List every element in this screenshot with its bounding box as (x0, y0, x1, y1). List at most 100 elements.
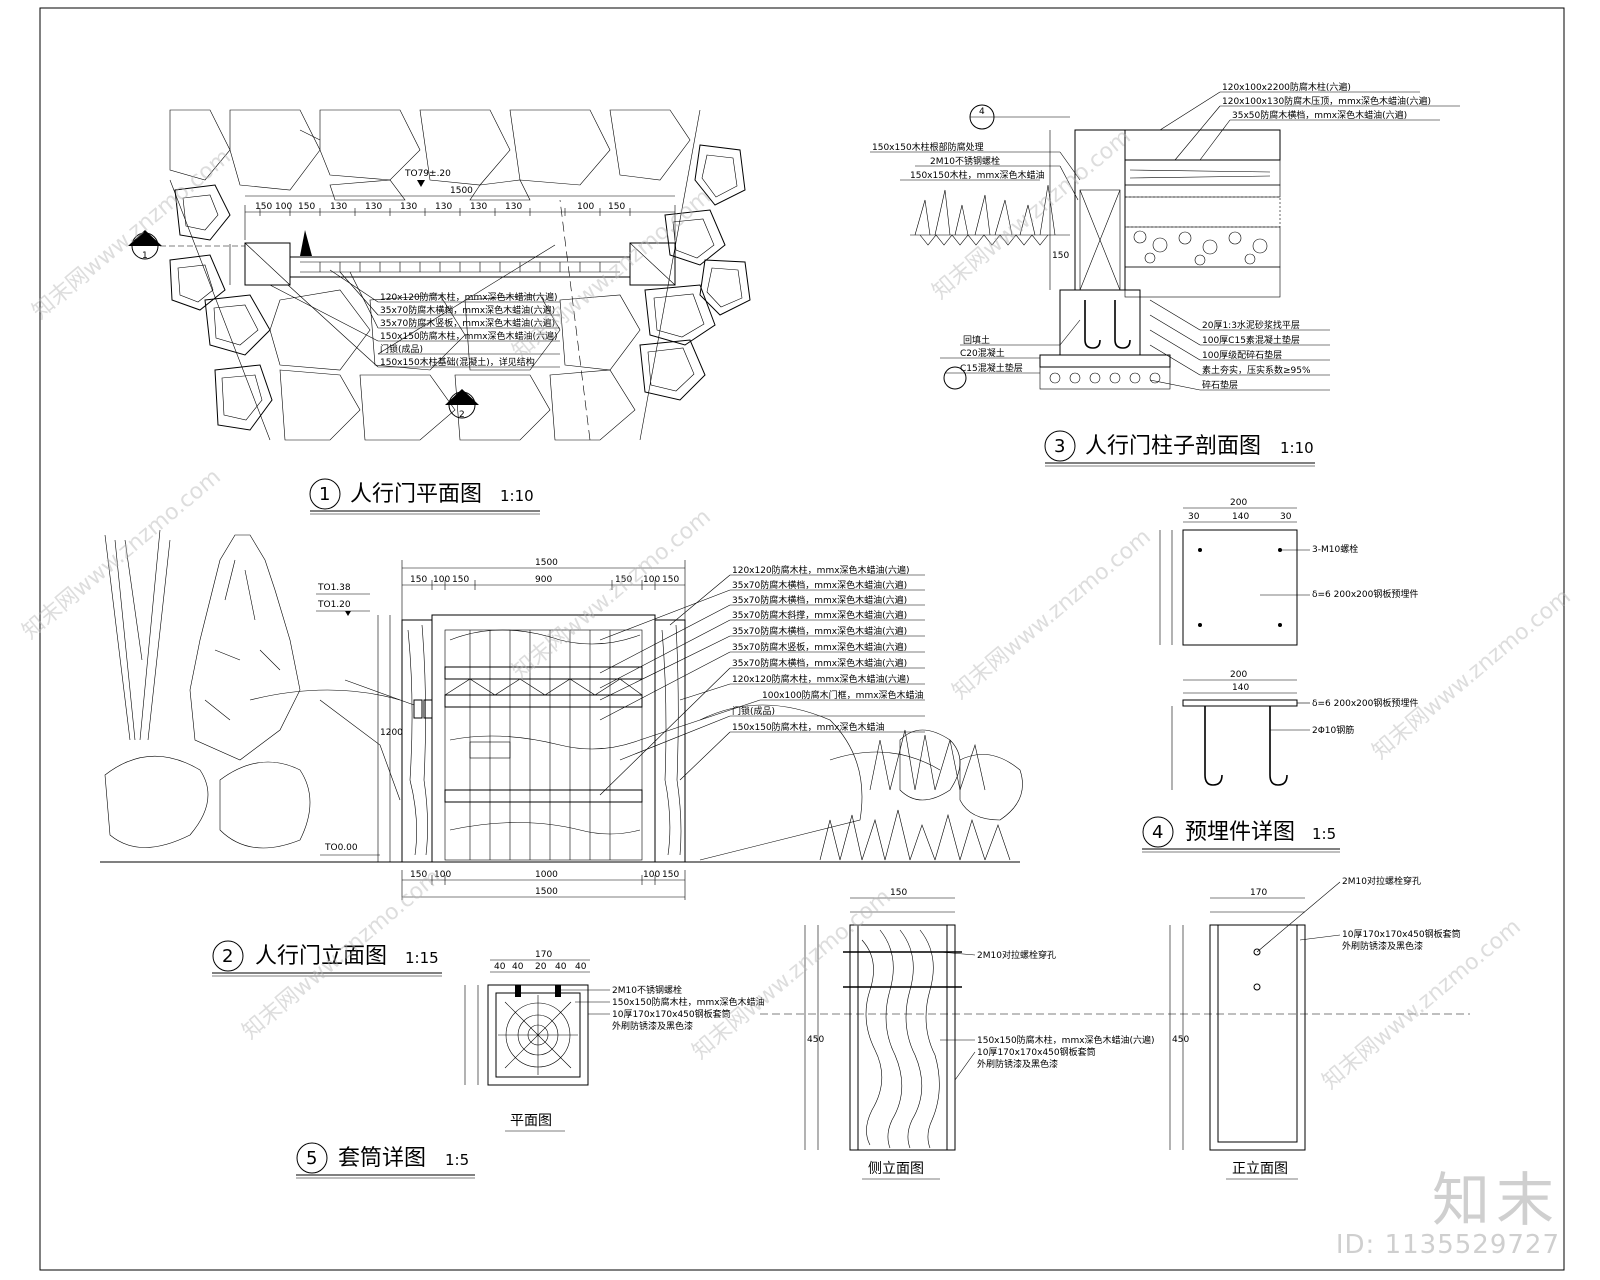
title-plan-name: 人行门平面图 (350, 482, 482, 507)
section-note-8: C20混凝土 (960, 347, 1005, 359)
plan-dim-6: 130 (400, 202, 417, 212)
plan-dim-4: 130 (330, 202, 347, 212)
embed-dim-inner-2b: 140 (1232, 683, 1249, 693)
plan-dim-9: 130 (505, 202, 522, 212)
embed-detail-view: 200 30 140 30 3-M10螺栓 δ=6 200x200钢板预埋件 2… (1142, 498, 1418, 853)
sleeve-dim-part-5: 40 (575, 962, 587, 972)
plan-dim-1: 150 (255, 202, 272, 212)
embed-dim-width: 200 (1230, 498, 1247, 508)
front-dim-width: 170 (1250, 888, 1267, 898)
embed-dim-inner-1: 30 (1188, 512, 1200, 522)
watermark-text-9: 知末网www.znzmo.com (688, 884, 896, 1064)
title-embed: 4 预埋件详图 1:5 (1142, 816, 1340, 853)
section-deck (1124, 129, 1281, 161)
plan-section-a-label: 1 (142, 251, 148, 261)
section-note-3: 35x50防腐木横档，mmx深色木蜡油(六遍) (1232, 109, 1407, 121)
watermark-text-1: 知末网www.znzmo.com (28, 144, 236, 324)
embed-note-1: 3-M10螺栓 (1312, 543, 1358, 555)
embed-note-3: δ=6 200x200钢板预埋件 (1312, 697, 1418, 709)
title-elevation: 2 人行门立面图 1:15 (212, 940, 442, 977)
embed-plate-plan (1182, 529, 1298, 646)
sleeve-dim-width: 170 (535, 950, 552, 960)
section-note-14: 素土夯实，压实系数≥95% (1202, 364, 1311, 376)
elevation-note-8: 120x120防腐木柱，mmx深色木蜡油(六遍) (732, 673, 910, 685)
sheet-border (39, 7, 1565, 1271)
elevation-note-9: 100x100防腐木门框，mmx深色木蜡油 (762, 689, 924, 701)
plan-leaders (269, 244, 560, 368)
title-plan-number: 1 (319, 484, 330, 505)
elevation-mid-mark: TO1.20 (317, 600, 351, 610)
boulders (169, 144, 751, 431)
front-view: 170 450 2M10对拉螺栓穿孔 10厚170x170x450钢板套筒 外刷… (1169, 875, 1461, 1180)
plan-dim-5: 130 (365, 202, 382, 212)
watermark-id: ID: 1135529727 (1335, 1230, 1560, 1260)
elevation-dim-top-7: 150 (662, 575, 679, 585)
elevation-dim-top-4: 900 (535, 575, 552, 585)
plan-note-6: 150x150木柱基础(混凝土)，详见结构 (380, 356, 535, 368)
title-section-number: 3 (1054, 436, 1065, 457)
elevation-dim-top-1: 150 (410, 575, 427, 585)
section-leaders-right (1149, 91, 1460, 391)
title-section: 3 人行门柱子剖面图 1:10 (1044, 430, 1315, 467)
side-note-2: 150x150防腐木柱，mmx深色木蜡油(六遍) (977, 1034, 1155, 1046)
elevation-dim-top-3: 150 (452, 575, 469, 585)
plan-view: 150 100 150 130 130 130 130 130 130 100 … (128, 109, 751, 515)
plan-section-b-label: 2 (459, 410, 465, 420)
section-ground (910, 184, 1070, 246)
plan-gate-frame (289, 256, 631, 278)
sleeve-plan-subtitle: 平面图 (510, 1113, 552, 1129)
section-note-10: 碎石垫层 (1202, 379, 1238, 391)
elevation-dim-top-6: 100 (643, 575, 660, 585)
elevation-note-11: 150x150防腐木柱，mmx深色木蜡油 (732, 721, 885, 733)
title-sleeve-name: 套筒详图 (338, 1146, 426, 1171)
section-note-12: 100厚C15素混凝土垫层 (1202, 334, 1300, 346)
post-section-view: 4 150 (870, 81, 1460, 467)
title-plan-scale: 1:10 (500, 487, 534, 505)
elevation-dim-bottom-4: 100 (643, 870, 660, 880)
elevation-note-5: 35x70防腐木横档，mmx深色木蜡油(六遍) (732, 625, 907, 637)
watermark-text-6: 知末网www.znzmo.com (948, 524, 1156, 704)
section-note-9: C15混凝土垫层 (960, 362, 1023, 374)
embed-plate-section (1182, 699, 1298, 707)
title-plan: 1 人行门平面图 1:10 (309, 478, 540, 515)
elevation-note-3: 35x70防腐木横档，mmx深色木蜡油(六遍) (732, 594, 907, 606)
side-dim-height: 450 (807, 1035, 824, 1045)
side-note-3: 10厚170x170x450钢板套筒 (977, 1046, 1096, 1058)
embed-note-4: 2Φ10钢筋 (1312, 724, 1354, 736)
elevation-note-7: 35x70防腐木横档，mmx深色木蜡油(六遍) (732, 657, 907, 669)
section-note-5: 2M10不锈钢螺栓 (930, 155, 1000, 167)
section-note-7: 回填土 (963, 334, 990, 346)
elevation-dim-top-2: 100 (433, 575, 450, 585)
elevation-dims-top (401, 560, 686, 620)
sleeve-note-4: 外刷防锈漆及黑色漆 (612, 1020, 693, 1032)
elevation-note-2: 35x70防腐木横档，mmx深色木蜡油(六遍) (732, 579, 907, 591)
embed-dim-width-2: 200 (1230, 670, 1247, 680)
section-note-1: 120x100x2200防腐木柱(六遍) (1222, 81, 1351, 93)
elevation-view: TO1.38 TO1.20 TO0.00 1500 150 100 150 90… (100, 529, 1023, 977)
title-elevation-name: 人行门立面图 (255, 944, 387, 969)
front-note-2: 10厚170x170x450钢板套筒 (1342, 928, 1461, 940)
watermark-text-4: 知末网www.znzmo.com (18, 464, 226, 644)
side-view-subtitle: 侧立面图 (868, 1161, 924, 1177)
section-note-4: 150x150木柱根部防腐处理 (872, 141, 984, 153)
elevation-note-10: 门锁(成品) (732, 705, 775, 717)
section-leaders-left (870, 151, 1081, 374)
elevation-dim-bottom-3: 1000 (535, 870, 558, 880)
elevation-level-marks: TO1.38 TO1.20 TO0.00 (316, 583, 380, 856)
side-sleeve (849, 924, 956, 1151)
plan-note-1: 120x120防腐木柱，mmx深色木蜡油(六遍) (380, 291, 558, 303)
watermark-logo-block: 知末 ID: 1135529727 (1336, 1170, 1560, 1260)
title-elevation-number: 2 (222, 946, 233, 967)
plan-section-marker-b: 2 (445, 389, 479, 420)
section-note-6: 150x150木柱，mmx深色木蜡油 (910, 169, 1045, 181)
side-dim-width: 150 (890, 888, 907, 898)
sleeve-plan-outer (487, 984, 589, 1086)
side-note-4: 外刷防锈漆及黑色漆 (977, 1058, 1058, 1070)
watermark-text-7: 知末网www.znzmo.com (1368, 584, 1576, 764)
front-note-3: 外刷防锈漆及黑色漆 (1342, 940, 1423, 952)
plan-note-5: 门锁(成品) (380, 343, 423, 355)
embed-dim-inner-3: 30 (1280, 512, 1292, 522)
plan-note-3: 35x70防腐木竖板，mmx深色木蜡油(六遍) (380, 317, 555, 329)
plan-dim-10: 100 (577, 202, 594, 212)
